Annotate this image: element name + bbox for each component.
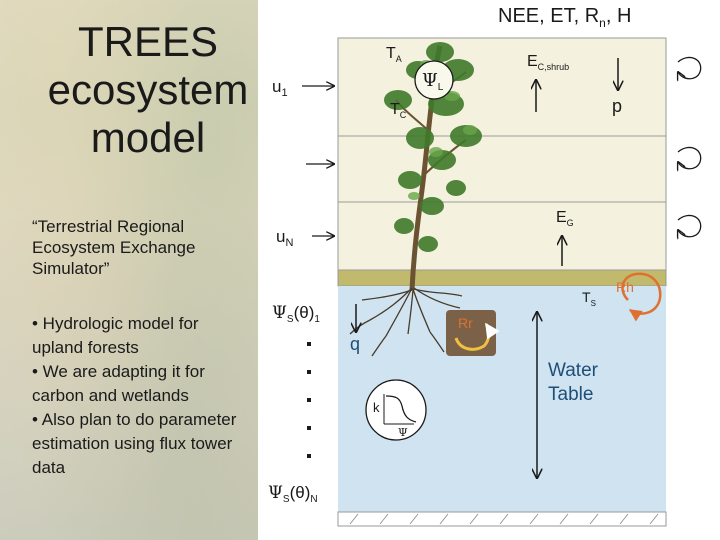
title-line-1: TREES (77, 18, 219, 65)
bullet-list: • Hydrologic model for upland forests • … (32, 312, 254, 480)
heterotrophic-respiration-arc (621, 272, 662, 322)
canopy-layer-3 (337, 201, 667, 271)
soil-layer-dots (307, 342, 311, 458)
leaf-water-potential-label: ΨL (422, 70, 444, 93)
conductivity-k-label: k (373, 400, 380, 415)
bedrock-base (337, 511, 667, 527)
page-title: TREES ecosystem model (30, 18, 266, 162)
root-respiration-label: Rr (458, 315, 473, 331)
precipitation-label: p (612, 96, 622, 116)
title-line-3: model (90, 114, 206, 161)
model-acronym-expansion: “Terrestrial Regional Ecosystem Exchange… (32, 217, 196, 278)
bullet-item-1: • Hydrologic model for upland forests (32, 314, 199, 357)
bullet-item-2: • We are adapting it for carbon and wetl… (32, 362, 205, 405)
conductivity-curve (385, 395, 417, 423)
wind-uN-label: uN (276, 227, 293, 249)
soil-water-potential-top: ΨS(θ)1 (272, 303, 320, 325)
left-text-panel: TREES ecosystem model “Terrestrial Regio… (0, 0, 258, 540)
title-line-2: ecosystem (47, 66, 249, 113)
drainage-label: q (350, 334, 360, 354)
heterotrophic-respiration-label: Rh (616, 279, 634, 295)
soil-evaporation-label: EG (556, 209, 574, 228)
leaf-water-potential-circle (414, 60, 454, 100)
water-table-label-line-2: Table (548, 384, 593, 405)
surface-fluxes-header: NEE, ET, Rn, H (498, 5, 631, 30)
canopy-temperature-label: TC (390, 101, 407, 120)
trees-model-diagram: NEE, ET, Rn, H u1 uN TA TC ΨL EC,shrub p… (268, 5, 702, 527)
soil-water-potential-bottom: ΨS(θ)N (268, 483, 318, 505)
soil-temperature-label: TS (582, 289, 596, 308)
bedrock-hatch (349, 513, 659, 525)
bullet-item-3: • Also plan to do parameter estimation u… (32, 410, 237, 477)
shrub-transpiration-label: EC,shrub (527, 53, 569, 72)
wind-u1-label: u1 (272, 77, 288, 99)
background-photo (0, 0, 258, 540)
conductivity-inset-circle (365, 379, 427, 441)
canopy-layer-2 (337, 135, 667, 203)
air-temperature-label: TA (386, 45, 402, 64)
turbulence-swirls (678, 56, 702, 236)
root-respiration-arc (454, 322, 500, 351)
water-table-label-line-1: Water (548, 360, 599, 381)
conductivity-psi-label: Ψ (398, 426, 408, 439)
